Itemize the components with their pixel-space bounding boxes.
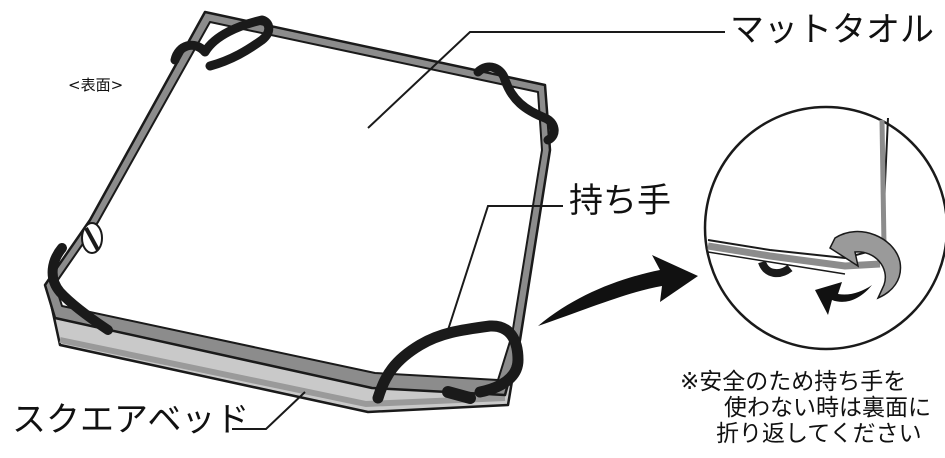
leader-handle (447, 205, 563, 331)
detail-magnifier (703, 105, 945, 351)
handle-straps (47, 15, 559, 404)
square-bed-label: スクエアベッド (12, 400, 250, 440)
handle-label: 持ち手 (569, 181, 671, 221)
safety-note: ※安全のため持ち手を 使わない時は裏面に 折り返してください (680, 369, 931, 447)
leader-mat-towel (367, 31, 725, 129)
leader-square-bed (232, 391, 306, 430)
safety-note-line-2: 使わない時は裏面に (724, 394, 931, 421)
mat-towel-label: マットタオル (730, 10, 934, 50)
curved-arrow-icon (538, 255, 698, 326)
return-arrow-icon (815, 282, 872, 315)
mat-towel-top (54, 21, 543, 381)
surface-label: <表面> (68, 76, 124, 94)
safety-note-line-3: 折り返してください (716, 420, 922, 447)
leader-lines (232, 31, 725, 430)
fold-arrow-icon (829, 230, 902, 300)
safety-note-line-1: ※安全のため持ち手を (680, 369, 907, 395)
